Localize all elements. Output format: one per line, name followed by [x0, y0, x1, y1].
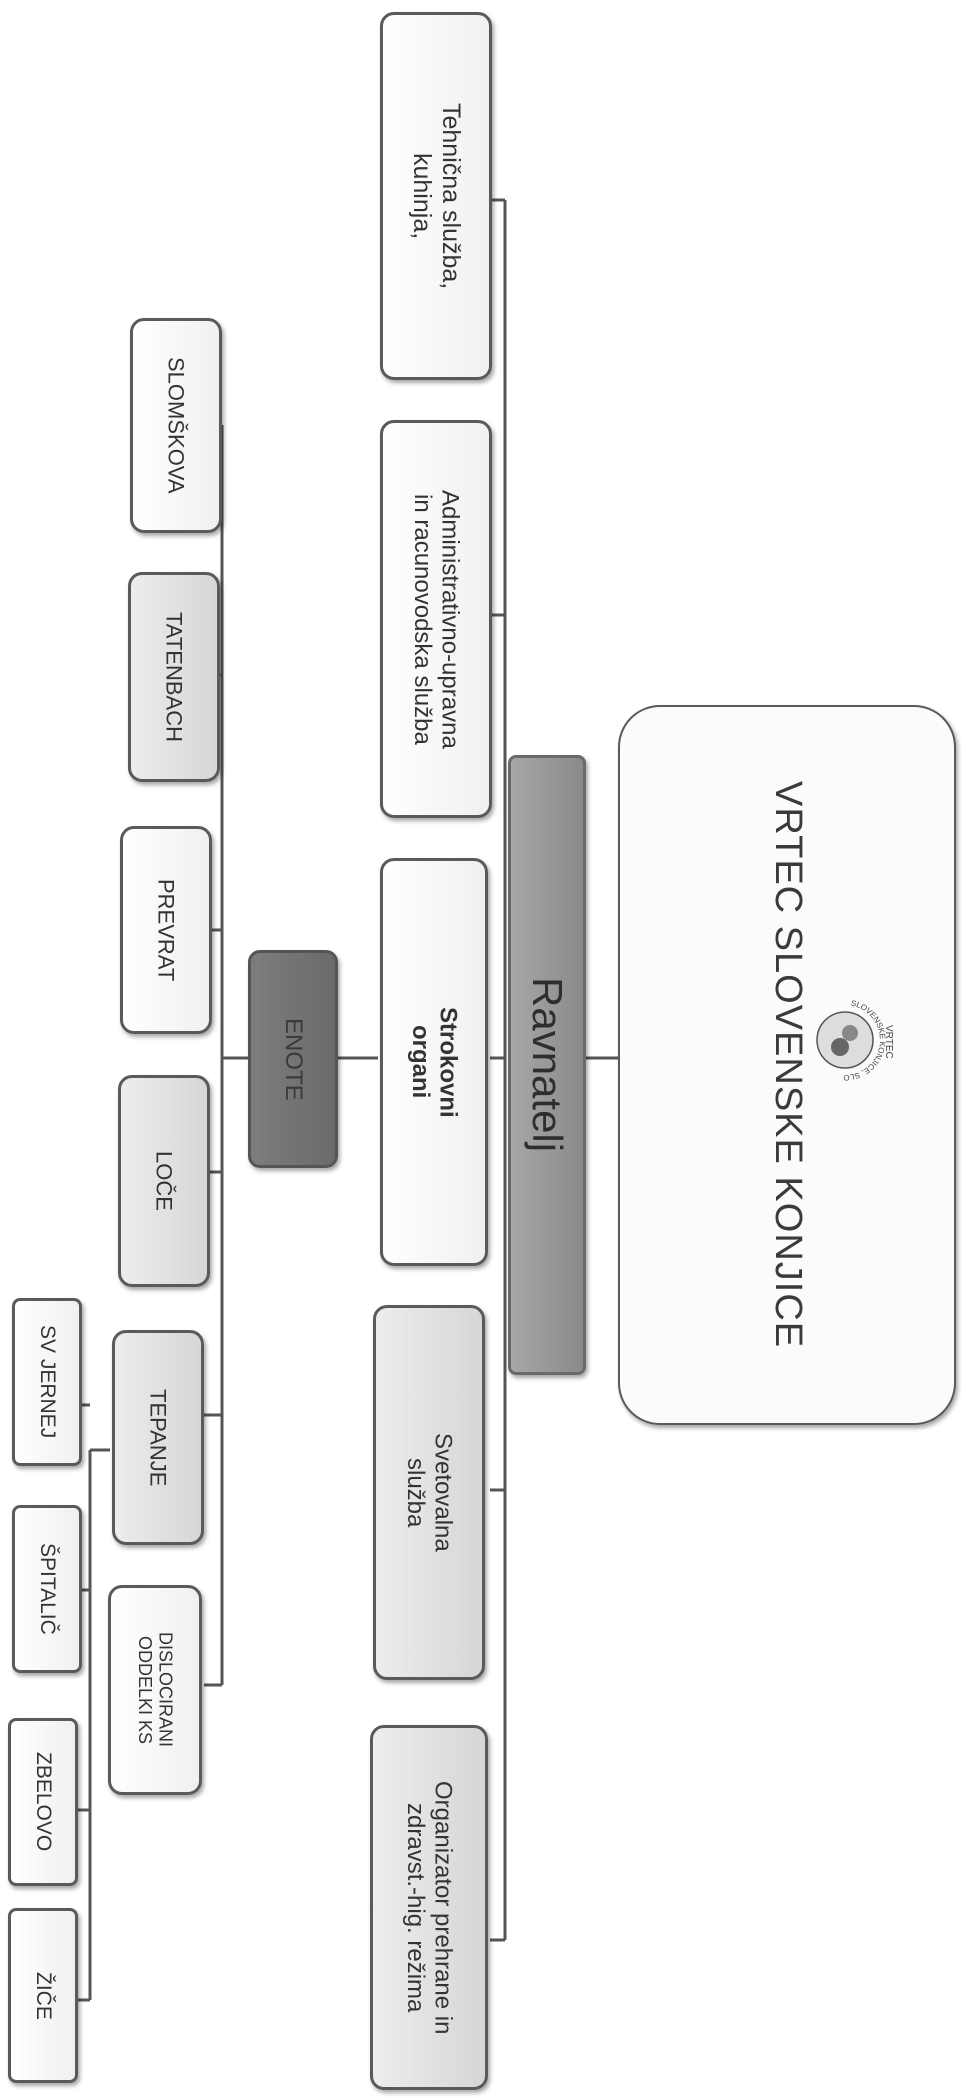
unit-label: DISLOCIRANI ODDELKI KS	[135, 1632, 176, 1748]
logo-top-text: VRTEC	[883, 1025, 894, 1059]
service-box-expert-bodies: Strokovni organi	[380, 858, 488, 1266]
kindergarten-title: VRTEC SLOVENSKE KONJICE	[766, 781, 809, 1349]
service-box-nutrition: Organizator prehrane in zdravst.-hig. re…	[370, 1725, 488, 2090]
director-label: Ravnatelj	[524, 977, 572, 1153]
unit-box: PREVRAT	[120, 826, 212, 1034]
unit-label: SLOMŠKOVA	[163, 357, 189, 494]
unit-box: LOČE	[118, 1075, 210, 1287]
dislocated-unit-label: ŽIČE	[32, 1971, 56, 2020]
unit-label: TATENBACH	[161, 612, 187, 742]
dislocated-unit-box: ŠPITALIČ	[12, 1505, 82, 1673]
unit-label: TEPANJE	[145, 1388, 171, 1487]
director-box: Ravnatelj	[508, 755, 586, 1375]
unit-box: TEPANJE	[112, 1330, 204, 1545]
dislocated-unit-box: SV JERNEJ	[12, 1298, 82, 1466]
unit-box: TATENBACH	[128, 572, 220, 782]
dislocated-unit-label: ZBELOVO	[32, 1752, 56, 1852]
units-box: ENOTE	[248, 950, 338, 1168]
unit-box: SLOMŠKOVA	[130, 318, 222, 533]
service-label: Strokovni organi	[407, 1006, 462, 1118]
unit-label: PREVRAT	[153, 878, 179, 982]
unit-label: LOČE	[151, 1151, 177, 1211]
kindergarten-title-box: VRTEC SLOVENSKE KONJICE	[618, 705, 956, 1425]
service-box-technical: Tehnična služba, kuhinja,	[380, 12, 492, 380]
dislocated-unit-box: ZBELOVO	[8, 1718, 78, 1886]
kindergarten-logo: SLOVENSKE KONJICE, SLOMŠKOVA 1 VRTEC	[816, 985, 900, 1082]
dislocated-unit-label: SV JERNEJ	[36, 1325, 60, 1439]
service-label: Organizator prehrane in zdravst.-hig. re…	[402, 1780, 457, 2035]
dislocated-unit-box: ŽIČE	[8, 1908, 78, 2083]
service-label: Administrativno-upravna in racunovodska …	[409, 489, 464, 749]
service-label: Svetovalna služba	[402, 1433, 457, 1552]
unit-box-dislocated: DISLOCIRANI ODDELKI KS	[108, 1585, 202, 1795]
service-label: Tehnična služba, kuhinja,	[408, 102, 465, 290]
units-label: ENOTE	[279, 1017, 307, 1101]
service-box-counseling: Svetovalna služba	[373, 1305, 485, 1680]
service-box-administration: Administrativno-upravna in racunovodska …	[380, 420, 492, 818]
dislocated-unit-label: ŠPITALIČ	[36, 1543, 60, 1635]
